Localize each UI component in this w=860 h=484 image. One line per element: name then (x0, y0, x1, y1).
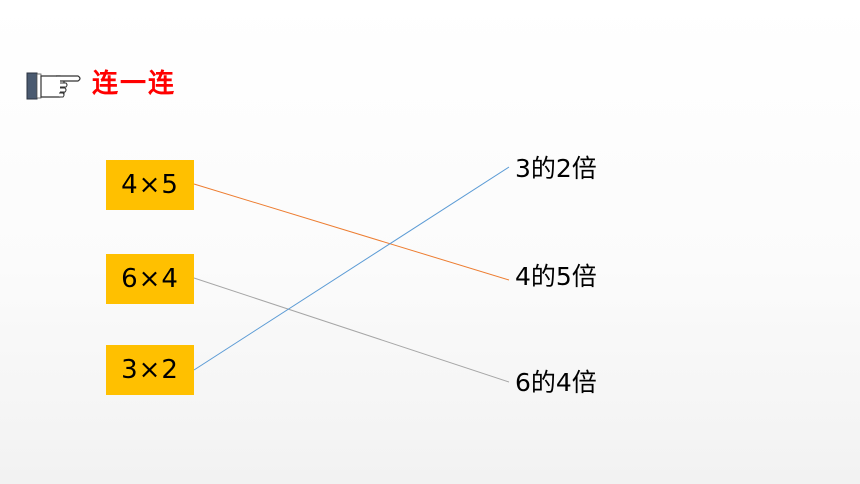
answer-3-times-2[interactable]: 3的2倍 (515, 154, 597, 183)
connection-line-4x5 (193, 183, 510, 281)
expression-box-6x4[interactable]: 6×4 (106, 254, 194, 304)
pointing-hand-icon (26, 72, 81, 100)
connection-line-3x2 (193, 166, 510, 371)
header: 连一连 (26, 66, 176, 102)
connection-line-6x4 (193, 277, 510, 383)
page-title: 连一连 (92, 69, 177, 99)
answer-6-times-4[interactable]: 6的4倍 (515, 368, 597, 397)
answer-4-times-5[interactable]: 4的5倍 (515, 262, 597, 291)
expression-box-3x2[interactable]: 3×2 (106, 345, 194, 395)
expression-box-4x5[interactable]: 4×5 (106, 160, 194, 210)
